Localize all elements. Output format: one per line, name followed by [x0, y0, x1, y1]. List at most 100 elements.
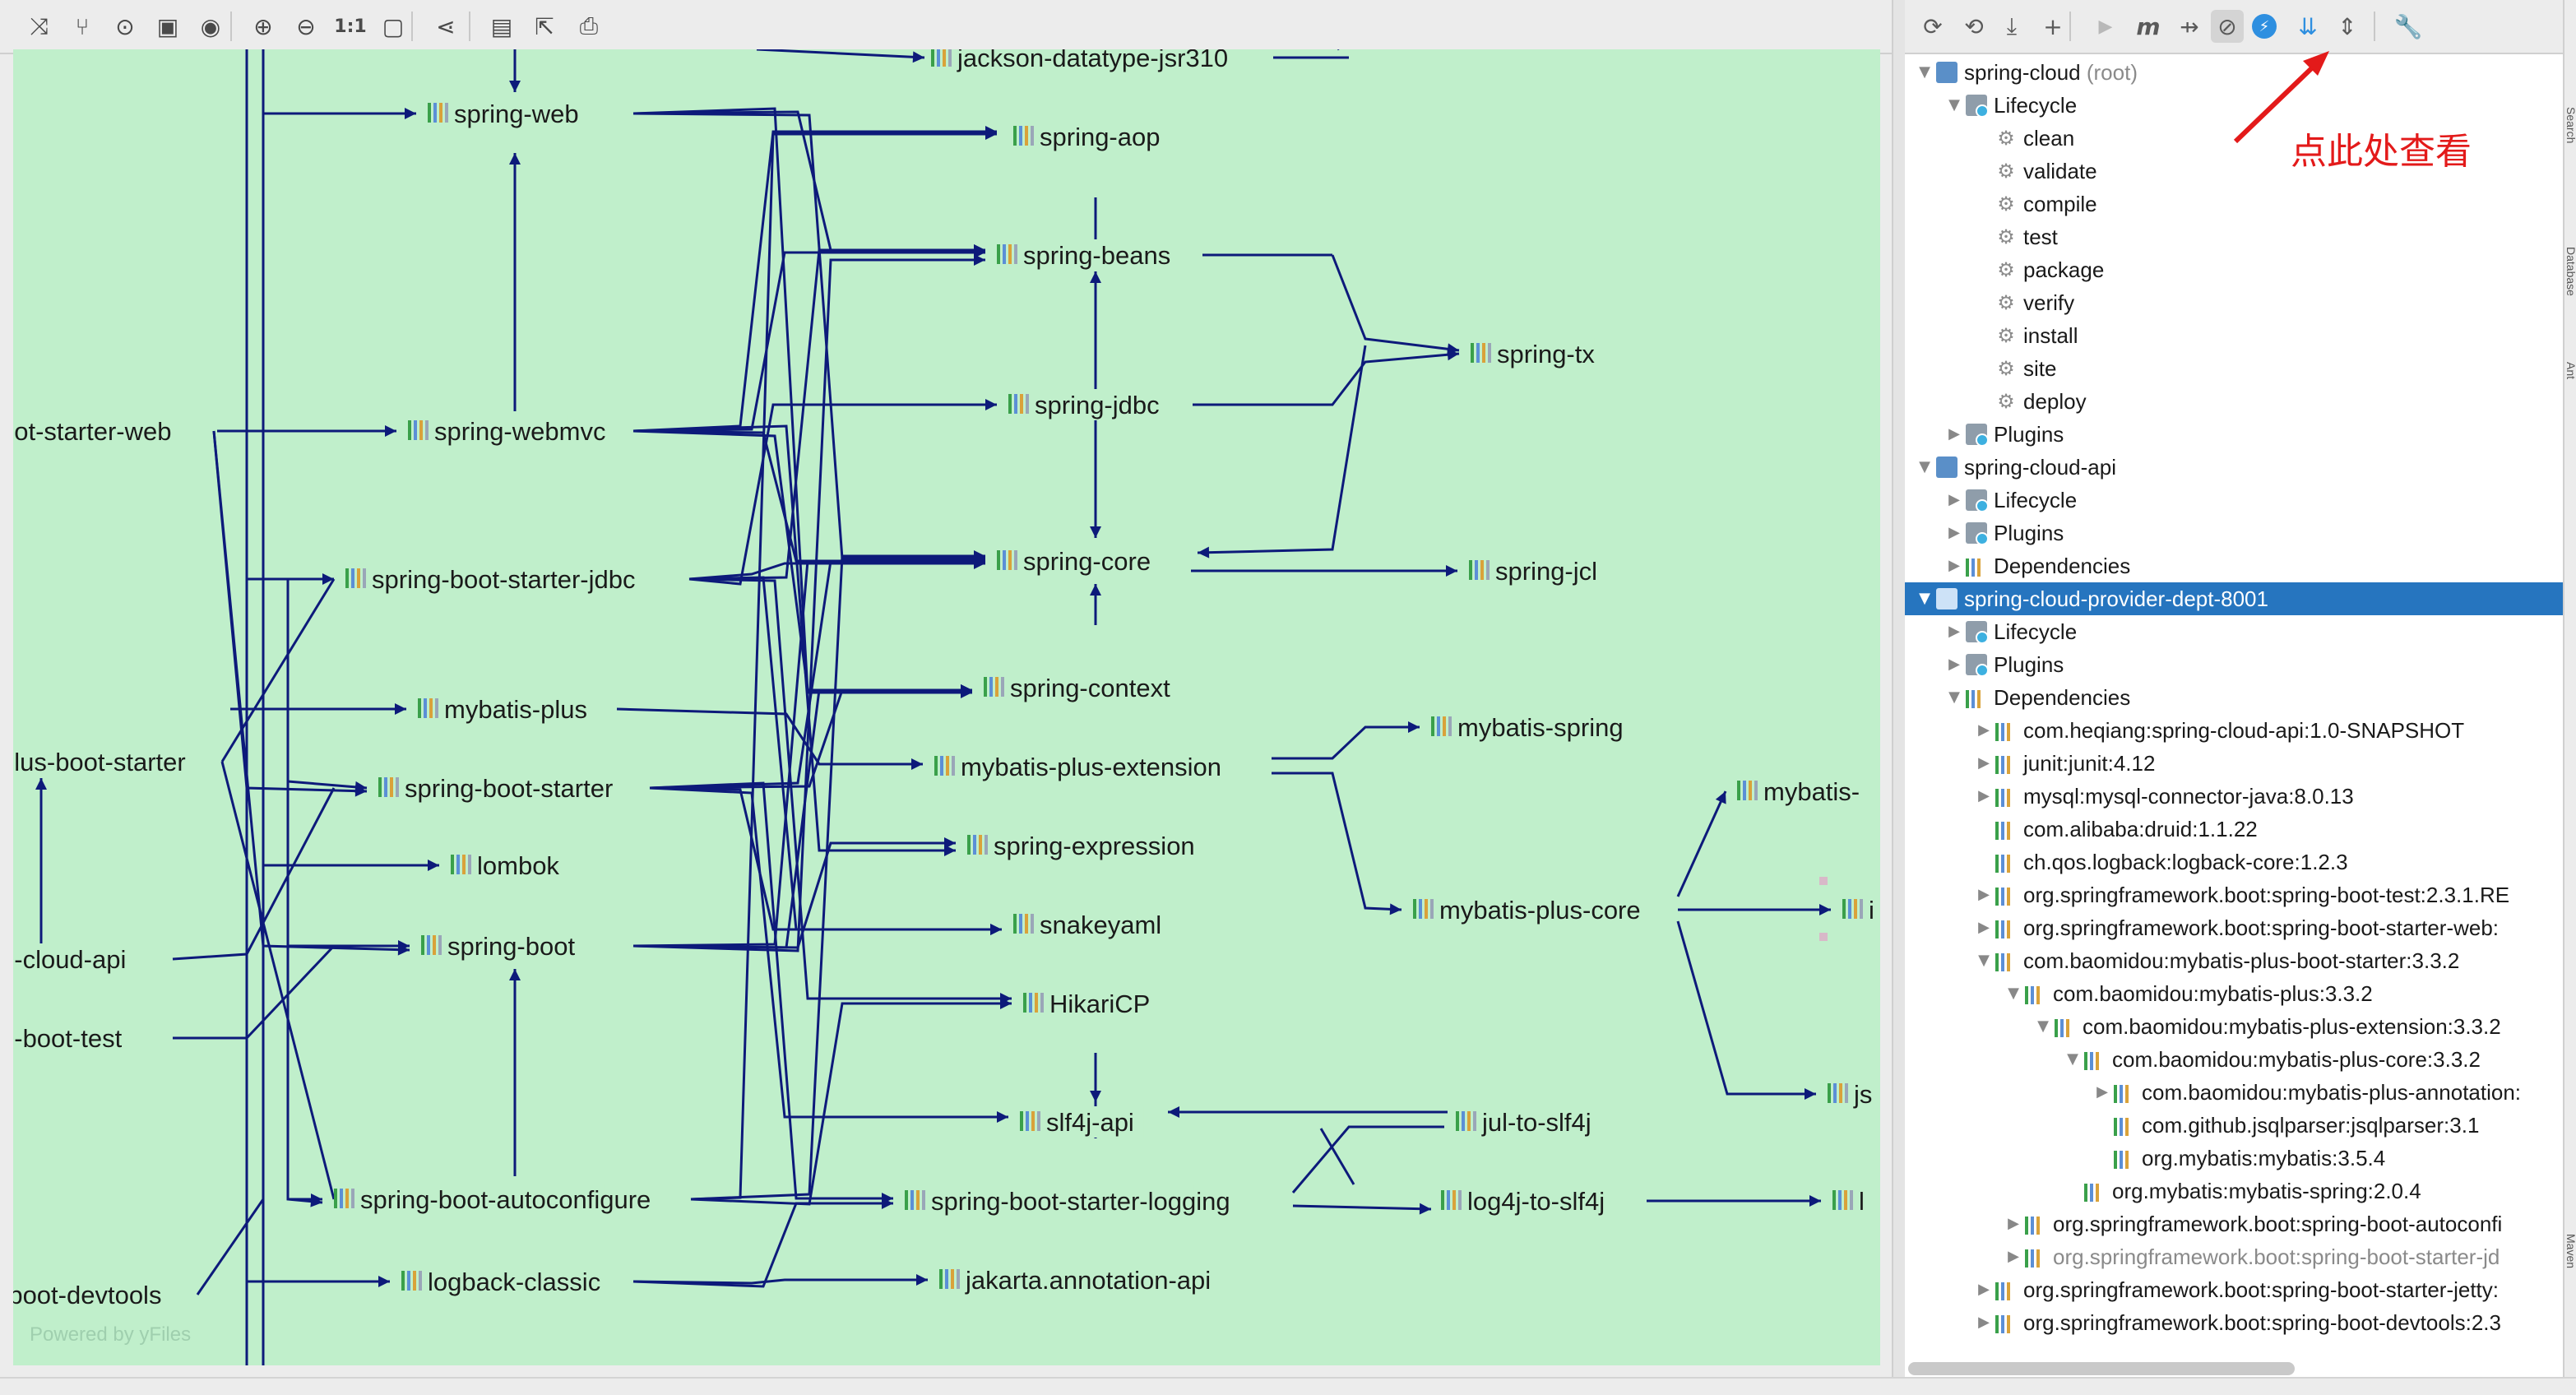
- graph-node-plus-extension[interactable]: mybatis-plus-extension: [934, 751, 1221, 782]
- horizontal-scrollbar[interactable]: [1908, 1362, 2295, 1375]
- expand-arrow-right-icon[interactable]: ▶: [2008, 1215, 2019, 1232]
- zoom-out-icon[interactable]: ⊖: [296, 12, 316, 40]
- graph-node-plus-boot-starter[interactable]: plus-boot-starter: [13, 746, 186, 777]
- maven-tree-row[interactable]: ▼spring-cloud-provider-dept-8001: [1905, 582, 2563, 615]
- maven-tree-row[interactable]: ▶Dependencies: [1905, 549, 2563, 582]
- graph-node-hikari[interactable]: HikariCP: [1023, 988, 1150, 1019]
- one-to-one-icon[interactable]: 1:1: [334, 16, 367, 37]
- zoom-in-icon[interactable]: ⊕: [253, 12, 273, 40]
- execute-icon[interactable]: ⚡: [2252, 14, 2277, 39]
- tool-window-tab-maven[interactable]: Maven: [2564, 1234, 2576, 1269]
- maven-tree-row[interactable]: ⚙install: [1905, 319, 2563, 352]
- graph-node-boot-test[interactable]: g-boot-test: [13, 1022, 123, 1054]
- collapse-all-icon[interactable]: ⇕: [2337, 12, 2357, 40]
- expand-arrow-right-icon[interactable]: ▶: [1948, 524, 1960, 541]
- graph-node-jul[interactable]: jul-to-slf4j: [1456, 1106, 1607, 1138]
- maven-tree-row[interactable]: ⚙site: [1905, 352, 2563, 385]
- maven-tree-row[interactable]: ⚙clean: [1905, 122, 2563, 155]
- graph-node-boot-starter[interactable]: spring-boot-starter: [378, 772, 613, 804]
- expand-arrow-right-icon[interactable]: ▶: [1978, 1314, 1990, 1331]
- maven-tree-row[interactable]: ▼com.baomidou:mybatis-plus-extension:3.3…: [1905, 1010, 2563, 1043]
- expand-arrow-right-icon[interactable]: ▶: [1948, 557, 1960, 574]
- maven-tree-row[interactable]: ⚙verify: [1905, 286, 2563, 319]
- maven-tree-row[interactable]: ▶mysql:mysql-connector-java:8.0.13: [1905, 780, 2563, 813]
- graph-node-mybatis-spring[interactable]: mybatis-spring: [1431, 711, 1624, 743]
- expand-arrow-right-icon[interactable]: ▶: [1978, 754, 1990, 772]
- expand-arrow-down-icon[interactable]: ▼: [2067, 1050, 2078, 1068]
- share-icon[interactable]: ⋖: [436, 12, 456, 40]
- graph-node-cut-js[interactable]: js: [1828, 1078, 1880, 1110]
- maven-tree-row[interactable]: ▼Dependencies: [1905, 681, 2563, 714]
- graph-node-log4j[interactable]: log4j-to-slf4j: [1441, 1185, 1611, 1217]
- maven-tree-row[interactable]: ▶org.springframework.boot:spring-boot-st…: [1905, 911, 2563, 944]
- graph-node-spring-context[interactable]: spring-context: [984, 672, 1170, 703]
- maven-tree-row[interactable]: ▶org.springframework.boot:spring-boot-st…: [1905, 1240, 2563, 1273]
- graph-node-starter-logging[interactable]: spring-boot-starter-logging: [905, 1185, 1230, 1217]
- expand-arrow-down-icon[interactable]: ▼: [1919, 458, 1930, 475]
- graph-node-lombok[interactable]: lombok: [451, 850, 559, 881]
- maven-tree-row[interactable]: ▶Plugins: [1905, 648, 2563, 681]
- graph-node-spring-jdbc[interactable]: spring-jdbc: [1008, 389, 1160, 420]
- maven-tree-row[interactable]: ▶org.springframework.boot:spring-boot-st…: [1905, 1273, 2563, 1306]
- download-icon[interactable]: ⤓: [2006, 12, 2018, 39]
- maven-tree-row[interactable]: ▶Lifecycle: [1905, 484, 2563, 517]
- expand-arrow-right-icon[interactable]: ▶: [1978, 721, 1990, 739]
- expand-arrow-down-icon[interactable]: ▼: [2037, 1017, 2049, 1035]
- maven-tree-row[interactable]: ▶com.heqiang:spring-cloud-api:1.0-SNAPSH…: [1905, 714, 2563, 747]
- maven-tree-row[interactable]: ▶Plugins: [1905, 517, 2563, 549]
- graph-node-devtools[interactable]: -boot-devtools: [13, 1279, 161, 1310]
- graph-node-plus-core[interactable]: mybatis-plus-core: [1413, 894, 1641, 925]
- expand-arrow-down-icon[interactable]: ▼: [1948, 96, 1960, 114]
- maven-tree-row[interactable]: ▼com.baomidou:mybatis-plus:3.3.2: [1905, 977, 2563, 1010]
- expand-arrow-right-icon[interactable]: ▶: [1948, 491, 1960, 508]
- expand-arrow-right-icon[interactable]: ▶: [1978, 886, 1990, 903]
- maven-tree-row[interactable]: com.alibaba:druid:1.1.22: [1905, 813, 2563, 846]
- expand-arrow-right-icon[interactable]: ▶: [1978, 1281, 1990, 1298]
- expand-arrow-down-icon[interactable]: ▼: [1919, 63, 1930, 81]
- graph-node-spring-beans[interactable]: spring-beans: [997, 239, 1170, 271]
- save-icon[interactable]: ▤: [490, 12, 513, 40]
- maven-tree-row[interactable]: ▶org.springframework.boot:spring-boot-te…: [1905, 878, 2563, 911]
- skip-tests-icon[interactable]: ⊘: [2211, 10, 2244, 43]
- graph-node-logback[interactable]: logback-classic: [401, 1266, 600, 1297]
- maven-tree-row[interactable]: ⚙compile: [1905, 188, 2563, 220]
- maven-tree-row[interactable]: com.github.jsqlparser:jsqlparser:3.1: [1905, 1109, 2563, 1142]
- dependency-graph[interactable]: jackson-datatype-jsr310spring-webspring-…: [13, 49, 1880, 1365]
- tool-window-tab-ant[interactable]: Ant: [2564, 362, 2576, 380]
- maven-tree-row[interactable]: ▶com.baomidou:mybatis-plus-annotation:: [1905, 1076, 2563, 1109]
- expand-arrow-right-icon[interactable]: ▶: [1978, 919, 1990, 936]
- expand-arrow-down-icon[interactable]: ▼: [1978, 952, 1990, 969]
- tool-window-tab-search[interactable]: Search: [2564, 107, 2576, 144]
- graph-node-cut-l[interactable]: l: [1832, 1185, 1880, 1217]
- maven-tree-row[interactable]: ▶Lifecycle: [1905, 615, 2563, 648]
- refresh-icon[interactable]: ⟳: [1923, 12, 1943, 40]
- expand-arrow-right-icon[interactable]: ▶: [1948, 623, 1960, 640]
- add-icon[interactable]: +: [2043, 12, 2063, 40]
- maven-tree-row[interactable]: ▶org.springframework.boot:spring-boot-de…: [1905, 1306, 2563, 1339]
- expand-arrow-right-icon[interactable]: ▶: [1948, 425, 1960, 443]
- fit-content-icon[interactable]: ▢: [382, 12, 405, 40]
- export-icon[interactable]: ⇱: [535, 12, 554, 40]
- maven-tree-row[interactable]: org.mybatis:mybatis-spring:2.0.4: [1905, 1175, 2563, 1207]
- graph-node-mybatis-plus[interactable]: mybatis-plus: [418, 693, 587, 725]
- maven-tree-row[interactable]: ▼spring-cloud-api: [1905, 451, 2563, 484]
- actual-size-icon[interactable]: ▣: [156, 12, 179, 40]
- graph-node-jakarta[interactable]: jakarta.annotation-api: [939, 1264, 1211, 1295]
- expand-arrow-down-icon[interactable]: ▼: [2008, 985, 2019, 1002]
- graph-node-spring-jcl[interactable]: spring-jcl: [1469, 555, 1602, 586]
- maven-tree-row[interactable]: ▶junit:junit:4.12: [1905, 747, 2563, 780]
- eye-icon[interactable]: ◉: [200, 12, 221, 40]
- expand-arrow-down-icon[interactable]: ▼: [1919, 590, 1930, 607]
- graph-node-spring-webmvc[interactable]: spring-webmvc: [408, 415, 605, 447]
- zoom-region-icon[interactable]: ⊙: [115, 12, 135, 40]
- expand-arrow-right-icon[interactable]: ▶: [2008, 1248, 2019, 1265]
- maven-tree-row[interactable]: ⚙package: [1905, 253, 2563, 286]
- maven-tree-row[interactable]: ▼com.baomidou:mybatis-plus-core:3.3.2: [1905, 1043, 2563, 1076]
- expand-arrow-right-icon[interactable]: ▶: [2096, 1083, 2108, 1101]
- graph-node-autoconfigure[interactable]: spring-boot-autoconfigure: [334, 1184, 651, 1215]
- graph-node-spring-core[interactable]: spring-core: [997, 545, 1151, 577]
- maven-tree-row[interactable]: ▶org.springframework.boot:spring-boot-au…: [1905, 1207, 2563, 1240]
- expand-arrow-down-icon[interactable]: ▼: [1948, 688, 1960, 706]
- show-dependencies-icon[interactable]: ⇊: [2298, 12, 2318, 40]
